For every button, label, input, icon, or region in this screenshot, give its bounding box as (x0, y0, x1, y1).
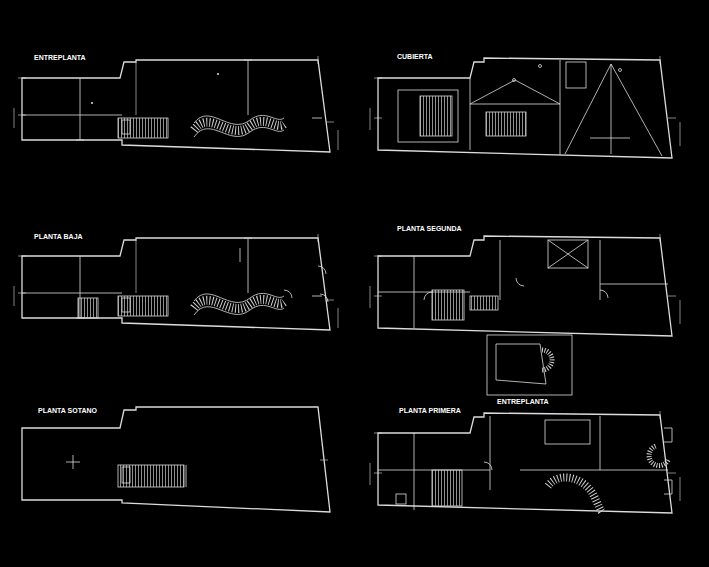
plan-title: PLANTA SEGUNDA (396, 224, 463, 233)
plan-title: PLANTA PRIMERA (398, 406, 462, 415)
plan-title: ENTREPLANTA (496, 397, 550, 406)
plan-title: PLANTA BAJA (33, 232, 84, 241)
plan-title: PLANTA SOTANO (37, 406, 98, 415)
plan-title: ENTREPLANTA (33, 53, 87, 62)
plan-title: CUBIERTA (396, 52, 434, 61)
